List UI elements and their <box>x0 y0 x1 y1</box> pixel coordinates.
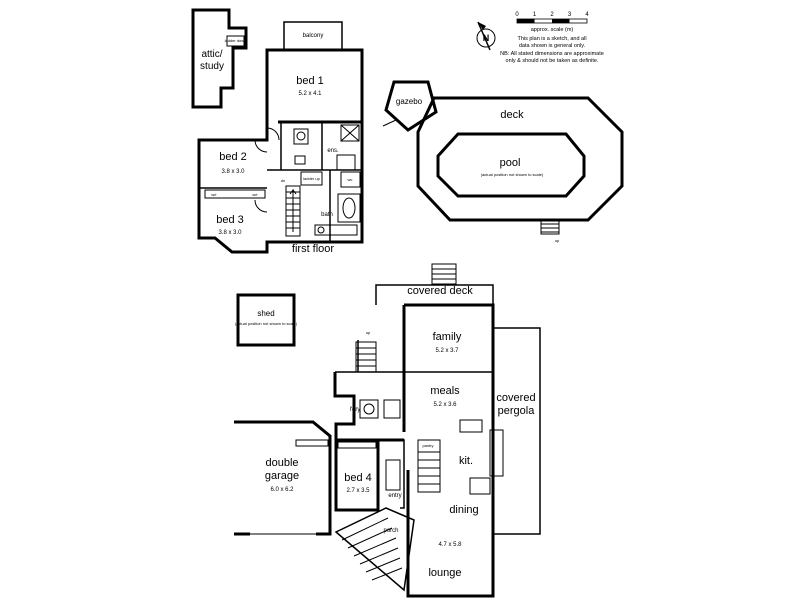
scale-bar: 0 1 2 3 4 approx. scale (m) <box>515 12 589 33</box>
bed2-dim: 3.8 x 3.0 <box>221 169 245 175</box>
bed3-label: bed 3 <box>216 214 244 226</box>
shed-note: (actual position not shown to scale) <box>235 321 298 326</box>
gazebo-label: gazebo <box>396 97 423 106</box>
entry-label: entry <box>388 493 401 499</box>
covered-pergola-label-2: pergola <box>498 405 536 417</box>
disclaimer-line: data shown is general only. <box>519 43 586 49</box>
scale-caption: approx. scale (m) <box>531 27 574 33</box>
dining-dim: 4.7 x 5.8 <box>438 542 462 548</box>
robe-label: w/r <box>252 192 258 197</box>
deck <box>416 96 624 222</box>
family-dim: 5.2 x 3.7 <box>435 348 459 354</box>
kit-label: kit. <box>459 455 473 467</box>
first-floor-stair: dn <box>281 178 301 237</box>
bath-label: bath <box>321 212 333 218</box>
stair-dn-label: dn <box>281 178 285 183</box>
north-arrow-icon: N <box>476 21 496 51</box>
first-floor-title: first floor <box>292 243 335 255</box>
meals-dim: 5.2 x 3.6 <box>433 402 457 408</box>
porch: porch <box>334 507 415 592</box>
scale-tick: 3 <box>568 12 572 18</box>
first-floor-plan: ladder down attic/ study balcony ens. la… <box>191 8 364 255</box>
robe <box>204 189 266 199</box>
ground-stair-up-label: up <box>366 330 371 335</box>
pool-note: (actual position not shown to scale) <box>481 172 544 177</box>
disclaimer-line: NB: All stated dimensions are approximat… <box>500 51 604 57</box>
disclaimer-line: only & should not be taken as definite. <box>506 58 599 64</box>
garage-label-2: garage <box>265 470 299 482</box>
pool <box>436 132 586 198</box>
lounge-label: lounge <box>428 567 461 579</box>
garage-label-1: double <box>265 457 298 469</box>
disclaimer-line: This plan is a sketch, and all <box>517 36 586 42</box>
legend: N 0 1 2 3 4 approx. scale (m) This plan … <box>476 12 604 64</box>
pool-label: pool <box>500 157 521 169</box>
pantry-label: pantry <box>422 443 433 448</box>
garage <box>234 420 332 536</box>
shed-label: shed <box>257 309 274 318</box>
covered-pergola-label-1: covered <box>496 392 535 404</box>
scale-tick: 2 <box>550 12 554 18</box>
gazebo <box>384 80 438 132</box>
meals-label: meals <box>430 385 460 397</box>
attic-ladder <box>226 35 245 47</box>
main-living-outline <box>404 303 495 598</box>
attic-ladder-label: ladder down <box>225 38 247 43</box>
shed <box>236 293 296 347</box>
covered-pergola <box>493 327 541 535</box>
attic-label-1: attic/ <box>201 49 222 60</box>
bed4 <box>334 440 380 512</box>
north-label: N <box>483 33 490 43</box>
scale-tick: 0 <box>515 12 519 18</box>
first-floor-outline <box>197 48 364 254</box>
scale-tick: 1 <box>533 12 537 18</box>
balcony-label: balcony <box>303 33 324 39</box>
garage-dim: 6.0 x 6.2 <box>270 487 294 493</box>
bed3-dim: 3.8 x 3.0 <box>218 230 242 236</box>
bed4-dim: 2.7 x 3.5 <box>346 488 370 494</box>
bed4-label: bed 4 <box>344 472 372 484</box>
ground-floor-stair: pantry <box>417 439 441 493</box>
outdoor-area: gazebo deck pool (actual position not sh… <box>382 80 624 243</box>
wc-label: wc <box>348 177 353 182</box>
bed1-dim: 5.2 x 4.1 <box>298 91 322 97</box>
attic-room <box>191 8 248 109</box>
ens-label: ens. <box>327 148 339 154</box>
ldry-label: l'dry <box>350 407 361 413</box>
ground-floor-plan: covered deck shed (actual position not s… <box>234 263 541 598</box>
ladder-up-label: ladder up <box>303 176 320 181</box>
deck-label: deck <box>500 109 524 121</box>
scale-tick: 4 <box>585 12 589 18</box>
attic-label-2: study <box>200 61 224 72</box>
covered-deck <box>375 284 494 305</box>
bed1-label: bed 1 <box>296 75 324 87</box>
porch-label: porch <box>383 528 398 534</box>
covered-deck-label: covered deck <box>407 285 473 297</box>
dining-label: dining <box>449 504 478 516</box>
deck-up-label: up <box>555 238 560 243</box>
bed2-label: bed 2 <box>219 151 247 163</box>
family-label: family <box>433 331 462 343</box>
robe-label: w/r <box>211 192 217 197</box>
